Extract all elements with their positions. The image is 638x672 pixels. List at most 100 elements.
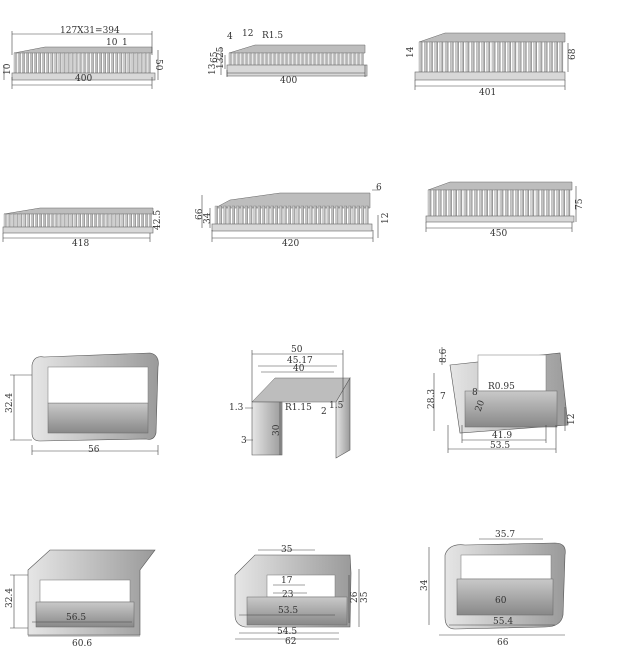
- inner-floor: [456, 578, 554, 616]
- fin: [533, 41, 537, 73]
- fin: [288, 205, 291, 227]
- dim-35-side: 35: [360, 591, 370, 603]
- fin: [227, 205, 231, 227]
- dim-8.6: 8.6: [439, 348, 449, 363]
- fin: [510, 189, 514, 219]
- enclosure-profile-8: 50 45.17 40 1.3 R1.15 1.5 2 3 30: [229, 345, 351, 459]
- dim-55.4: 55.4: [493, 617, 513, 627]
- fin: [322, 205, 326, 227]
- base: [211, 223, 373, 232]
- fin: [438, 189, 442, 219]
- fin: [54, 52, 58, 74]
- fin: [262, 205, 266, 227]
- fin: [70, 52, 74, 74]
- fin: [512, 41, 517, 73]
- dim-34: 34: [203, 212, 213, 224]
- dim-radius: R1.5: [262, 31, 283, 41]
- dim-width: 56: [88, 445, 100, 455]
- dim-base: 10: [3, 63, 13, 75]
- fin: [266, 205, 270, 227]
- inner-floor: [47, 402, 149, 434]
- dim-2: 2: [321, 407, 327, 417]
- fin: [103, 52, 106, 74]
- fin: [17, 52, 21, 74]
- dim-12: 12: [567, 414, 577, 425]
- dim-25: 25: [216, 46, 226, 58]
- fin: [30, 52, 33, 74]
- fin: [470, 41, 475, 73]
- heatsink-profile-5: 66 34 6 12 420: [195, 183, 391, 249]
- fins: [214, 205, 369, 227]
- enclosure-profile-9: 8.6 28.3 7 R0.95 8 20 12 41.9 53.5: [427, 347, 577, 453]
- dim-1.5: 1.5: [329, 401, 344, 411]
- fin: [499, 189, 504, 219]
- fin: [538, 41, 543, 73]
- fin: [502, 41, 506, 73]
- fin: [432, 189, 437, 219]
- fin: [474, 189, 478, 219]
- fin: [296, 205, 300, 227]
- dim-8: 8: [472, 388, 478, 398]
- fin: [486, 41, 491, 73]
- fin: [476, 41, 480, 73]
- dim-7: 7: [440, 392, 446, 402]
- dim-13-a: 13: [216, 57, 226, 69]
- fin: [418, 41, 423, 73]
- fin: [147, 52, 151, 74]
- fin: [450, 41, 454, 73]
- dim-30: 30: [272, 424, 282, 436]
- fin: [517, 41, 522, 73]
- enclosure-profile-11: 35 17 23 53.5 54.5 62 26 35: [234, 545, 370, 647]
- dim-35.7: 35.7: [495, 530, 515, 540]
- fin: [525, 189, 529, 219]
- base: [226, 64, 368, 77]
- dim-height: 32.4: [5, 393, 15, 413]
- fin: [26, 52, 29, 74]
- enclosure-profile-7: 32.4 56: [5, 352, 159, 455]
- fin: [78, 52, 82, 74]
- fin: [292, 205, 296, 227]
- heatsink-profile-1: 127X31=394 10 1 10 50 400: [3, 26, 163, 89]
- fin: [115, 52, 119, 74]
- heatsink-profile-2: 4 12 R1.5 65 25 13 13 400: [208, 29, 368, 86]
- fin: [62, 52, 66, 74]
- fin: [38, 52, 41, 74]
- fin: [439, 41, 444, 73]
- fin: [453, 189, 457, 219]
- dim-height: 32.4: [5, 588, 15, 608]
- fin: [549, 41, 553, 73]
- fin: [484, 189, 488, 219]
- fin: [479, 189, 483, 219]
- fin: [465, 41, 470, 73]
- dim-56.5: 56.5: [66, 613, 86, 623]
- dim-length: 400: [280, 76, 297, 86]
- fin: [429, 41, 433, 73]
- dim-34: 34: [420, 579, 430, 591]
- fin: [540, 189, 545, 219]
- base: [11, 72, 156, 81]
- fin: [530, 189, 535, 219]
- fin: [58, 52, 62, 74]
- fin: [119, 52, 123, 74]
- fin: [566, 189, 571, 219]
- fin: [458, 189, 463, 219]
- top-plate: [251, 377, 351, 403]
- heatsink-profile-6: 75 450: [425, 181, 585, 239]
- fin: [313, 205, 317, 227]
- dim-20: 20: [474, 399, 487, 413]
- dim-3: 3: [241, 436, 247, 446]
- dim-35-top: 35: [281, 545, 293, 555]
- dim-28.3: 28.3: [427, 389, 437, 409]
- fin: [468, 189, 473, 219]
- fin: [556, 189, 560, 219]
- enclosure-profile-12: 35.7 34 60 55.4 66: [420, 530, 566, 648]
- dim-68: 68: [568, 48, 578, 60]
- dim-13-b: 13: [208, 63, 218, 75]
- fin: [244, 205, 248, 227]
- fins: [13, 52, 151, 74]
- fin: [331, 205, 334, 227]
- fin: [335, 205, 339, 227]
- fin: [270, 205, 274, 227]
- fin: [523, 41, 527, 73]
- dim-length: 450: [490, 229, 507, 239]
